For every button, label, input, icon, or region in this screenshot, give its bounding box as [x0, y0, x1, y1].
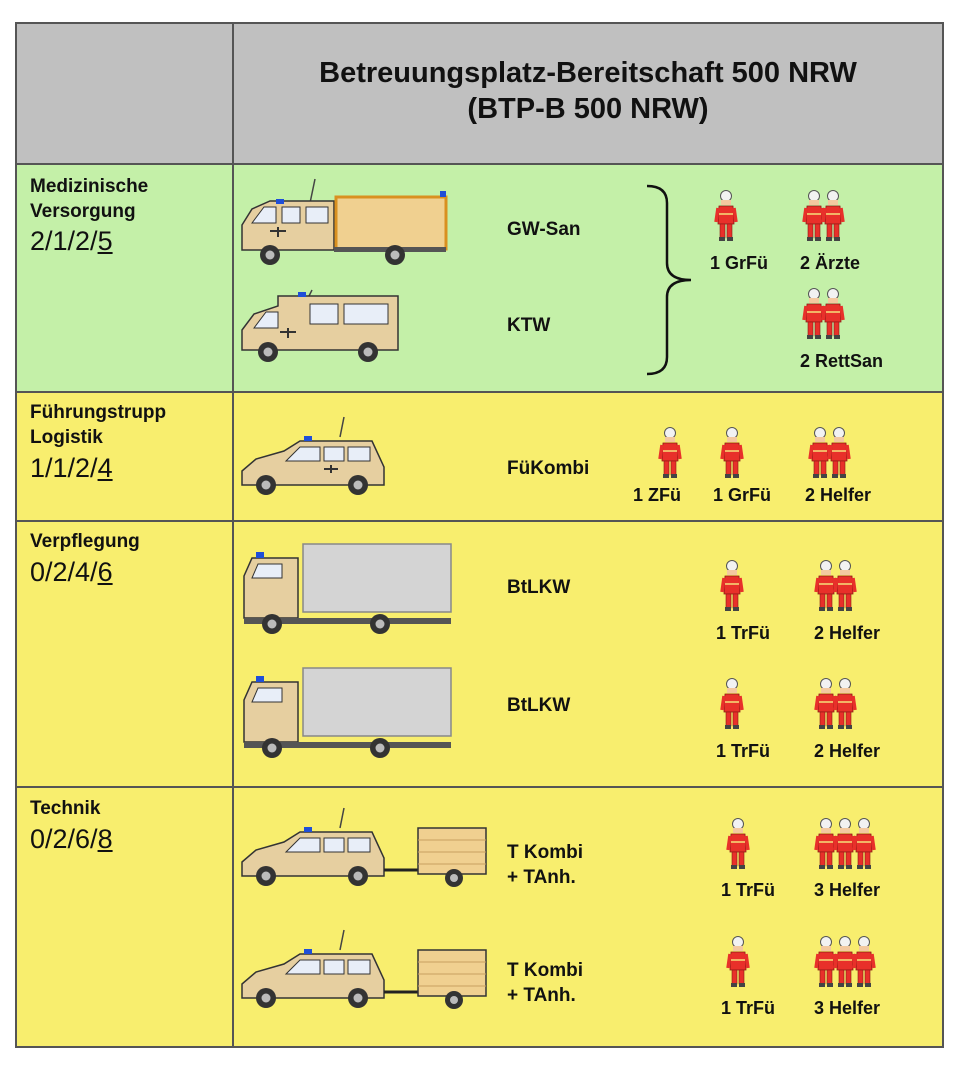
personnel-label-technik-helfer-2: 3 Helfer	[814, 998, 881, 1018]
person-icon-catering-trfue-1	[720, 560, 744, 611]
btlkw-vehicle-icon-2	[243, 667, 452, 758]
section-catering-strength: 0/2/4/6	[30, 557, 113, 587]
section-medical-label-cell	[15, 163, 234, 393]
person-icon-technik-trfue-1	[726, 818, 750, 869]
rescue-worker-figure	[802, 190, 826, 241]
rescue-worker-figure	[720, 427, 744, 478]
personnel-label-medical-grfue: 1 GrFü	[710, 253, 769, 273]
rescue-worker-figure	[726, 936, 750, 987]
fuekombi-vehicle-icon	[241, 416, 385, 495]
personnel-label-command-helfer: 2 Helfer	[805, 485, 872, 505]
personnel-label-technik-trfue-1: 1 TrFü	[721, 880, 776, 900]
rescue-worker-figure	[833, 818, 857, 869]
rescue-worker-figure	[821, 288, 845, 339]
rescue-worker-figure	[720, 560, 744, 611]
vehicle-label-gw-san: GW-San	[507, 219, 581, 240]
diagram-subtitle: (BTP-B 500 NRW)	[467, 93, 709, 125]
ktw-vehicle-icon	[241, 289, 399, 362]
rescue-worker-figure	[821, 190, 845, 241]
t-kombi-trailer-icon-1	[241, 807, 487, 887]
vehicle-label-btlkw-1: BtLKW	[507, 577, 571, 598]
header-title-cell	[232, 22, 944, 165]
person-icon-technik-helfer-1	[814, 818, 876, 869]
personnel-label-medical-aerzte: 2 Ärzte	[800, 253, 861, 273]
personnel-label-technik-trfue-2: 1 TrFü	[721, 998, 776, 1018]
rescue-worker-figure	[714, 190, 738, 241]
rescue-worker-figure	[833, 678, 857, 729]
person-icon-technik-helfer-2	[814, 936, 876, 987]
section-command-label-cell	[15, 391, 234, 522]
btlkw-vehicle-icon-1	[243, 543, 452, 634]
section-catering-label-cell	[15, 520, 234, 788]
person-icon-command-zfue	[658, 427, 682, 478]
section-command-label: Führungstrupp Logistik	[30, 402, 167, 448]
section-technik-strength: 0/2/6/8	[30, 824, 113, 854]
section-medical-label: Medizinische Versorgung	[30, 176, 149, 222]
rescue-worker-figure	[658, 427, 682, 478]
rescue-worker-figure	[814, 560, 838, 611]
section-medical-strength: 2/1/2/5	[30, 226, 113, 256]
personnel-label-medical-rettsan: 2 RettSan	[800, 351, 884, 371]
person-icon-medical-rettsan	[802, 288, 845, 339]
t-kombi-trailer-icon-2	[241, 929, 487, 1009]
rescue-worker-figure	[833, 560, 857, 611]
personnel-label-technik-helfer-1: 3 Helfer	[814, 880, 881, 900]
vehicle-label-ktw: KTW	[507, 315, 551, 336]
rescue-worker-figure	[814, 678, 838, 729]
diagram-title: Betreuungsplatz-Bereitschaft 500 NRW	[319, 57, 857, 89]
rescue-worker-figure	[852, 818, 876, 869]
rescue-worker-figure	[814, 818, 838, 869]
section-catering-label: Verpflegung	[30, 531, 140, 552]
header-left-cell	[15, 22, 234, 165]
rescue-worker-figure	[827, 427, 851, 478]
person-icon-catering-trfue-2	[720, 678, 744, 729]
section-command-strength: 1/1/2/4	[30, 453, 113, 483]
gw-san-vehicle-icon	[241, 178, 448, 265]
personnel-label-catering-trfue-1: 1 TrFü	[716, 623, 771, 643]
personnel-label-catering-helfer-2: 2 Helfer	[814, 741, 881, 761]
person-icon-catering-helfer-1	[814, 560, 857, 611]
person-icon-technik-trfue-2	[726, 936, 750, 987]
person-icon-medical-grfue	[714, 190, 738, 241]
rescue-worker-figure	[852, 936, 876, 987]
rescue-worker-figure	[726, 818, 750, 869]
section-technik-label: Technik	[30, 798, 101, 819]
person-icon-command-helfer	[808, 427, 851, 478]
rescue-worker-figure	[720, 678, 744, 729]
vehicle-label-t-kombi-2: T Kombi + TAnh.	[507, 960, 583, 1006]
personnel-label-catering-trfue-2: 1 TrFü	[716, 741, 771, 761]
vehicle-label-fuekombi: FüKombi	[507, 458, 590, 479]
section-technik-label-cell	[15, 786, 234, 1048]
vehicle-label-btlkw-2: BtLKW	[507, 695, 571, 716]
rescue-worker-figure	[808, 427, 832, 478]
rescue-worker-figure	[814, 936, 838, 987]
personnel-label-catering-helfer-1: 2 Helfer	[814, 623, 881, 643]
personnel-label-command-grfue: 1 GrFü	[713, 485, 772, 505]
person-icon-command-grfue	[720, 427, 744, 478]
person-icon-catering-helfer-2	[814, 678, 857, 729]
rescue-worker-figure	[802, 288, 826, 339]
curly-brace-icon	[646, 184, 692, 376]
rescue-worker-figure	[833, 936, 857, 987]
vehicle-label-t-kombi-1: T Kombi + TAnh.	[507, 842, 583, 888]
person-icon-medical-aerzte	[802, 190, 845, 241]
personnel-label-command-zfue: 1 ZFü	[633, 485, 681, 505]
